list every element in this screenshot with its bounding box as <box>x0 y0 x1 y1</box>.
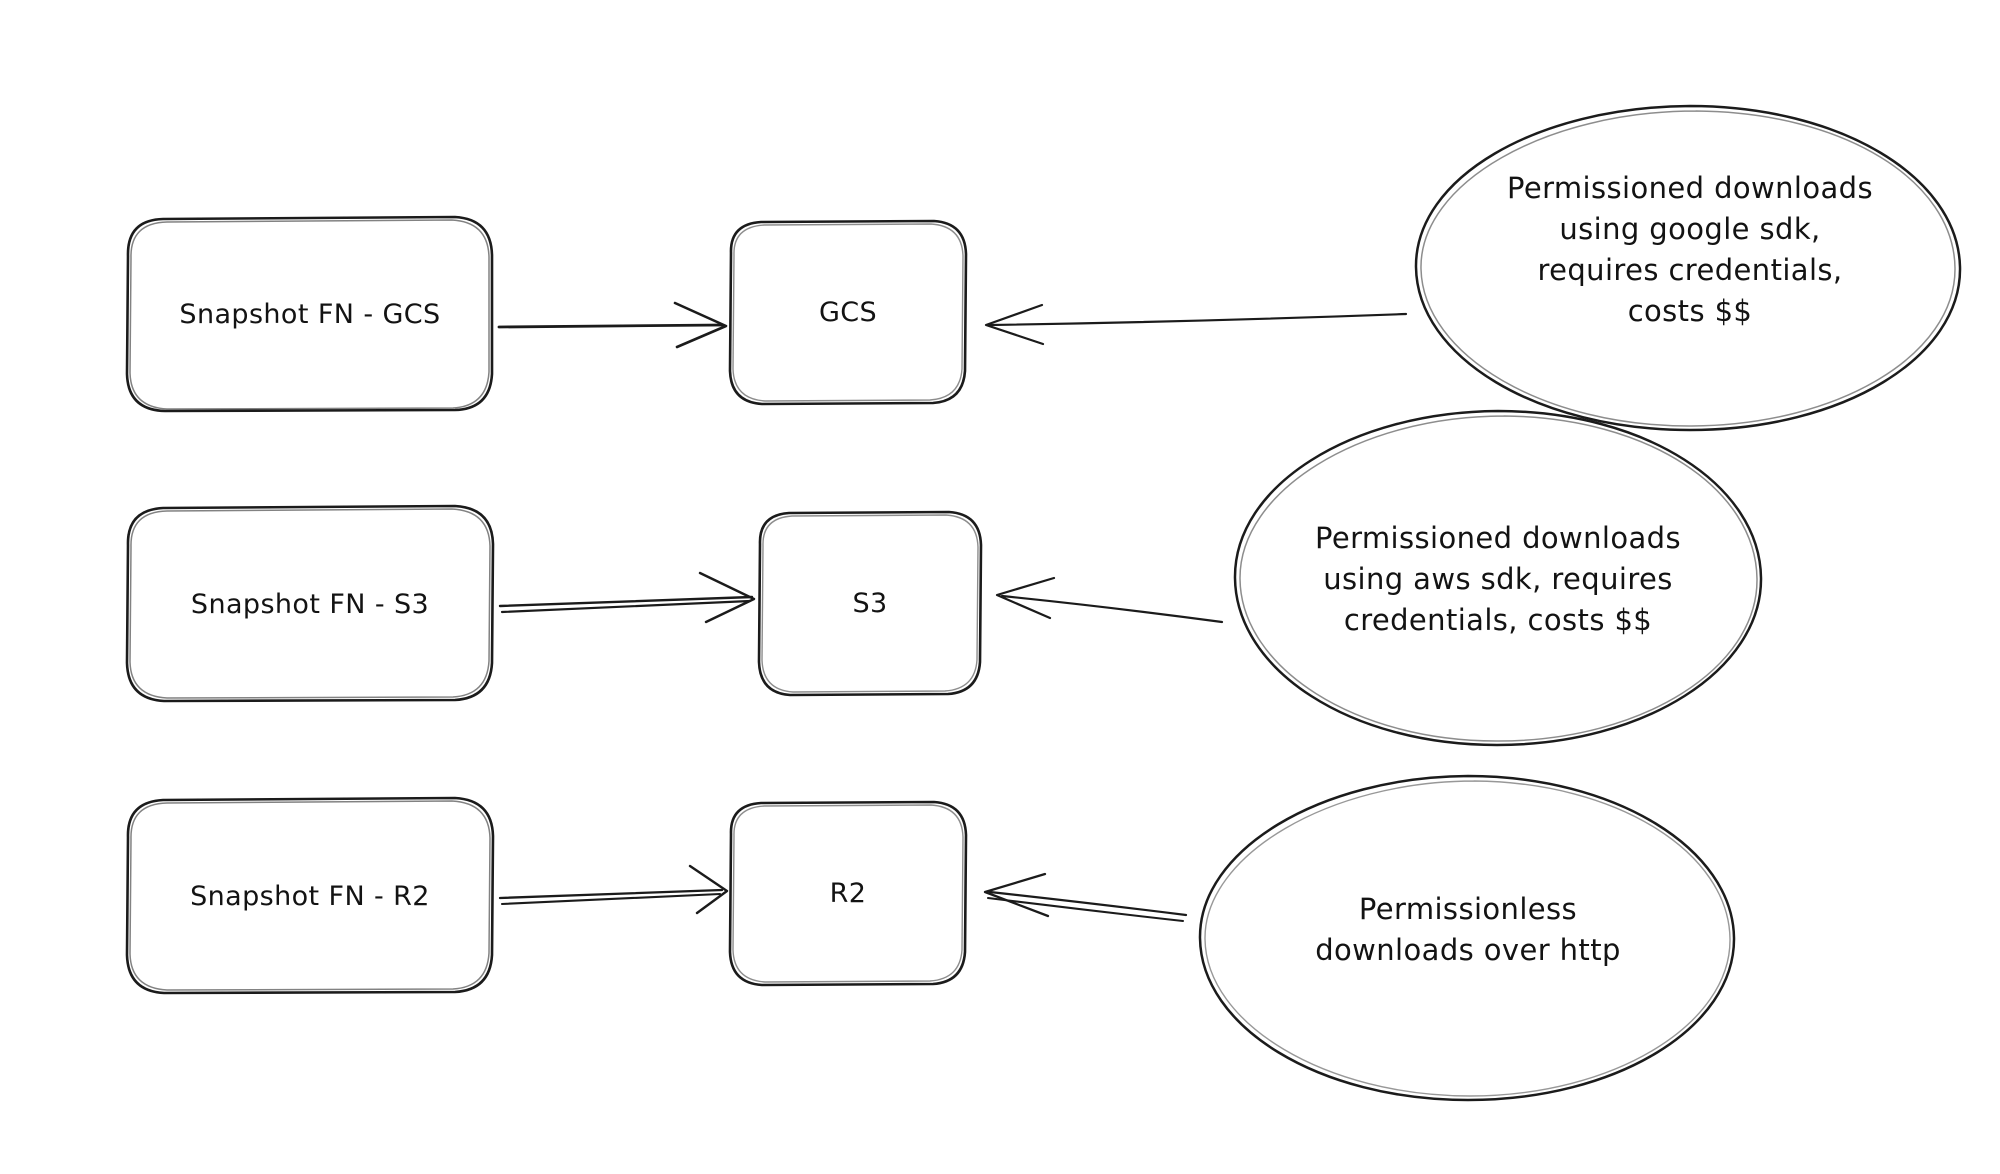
edge-fn-r2-to-r2 <box>498 864 729 915</box>
edge-note-r2-to-r2 <box>983 872 1188 922</box>
node-note-gcs-shape[interactable] <box>1414 104 1962 432</box>
node-gcs-shape[interactable] <box>728 219 968 406</box>
node-note-r2-shape[interactable] <box>1198 774 1736 1102</box>
edge-note-s3-to-s3 <box>995 576 1224 624</box>
edge-fn-s3-to-s3 <box>498 571 756 624</box>
node-s3-shape[interactable] <box>757 510 983 697</box>
edge-fn-gcs-to-gcs <box>497 301 728 349</box>
node-note-s3-shape[interactable] <box>1233 409 1763 747</box>
node-r2-shape[interactable] <box>728 800 968 987</box>
node-snapshot-fn-r2-shape[interactable] <box>125 796 495 995</box>
node-snapshot-fn-gcs-shape[interactable] <box>125 215 494 413</box>
node-snapshot-fn-s3-shape[interactable] <box>125 504 495 703</box>
edge-note-gcs-to-gcs <box>984 303 1408 346</box>
